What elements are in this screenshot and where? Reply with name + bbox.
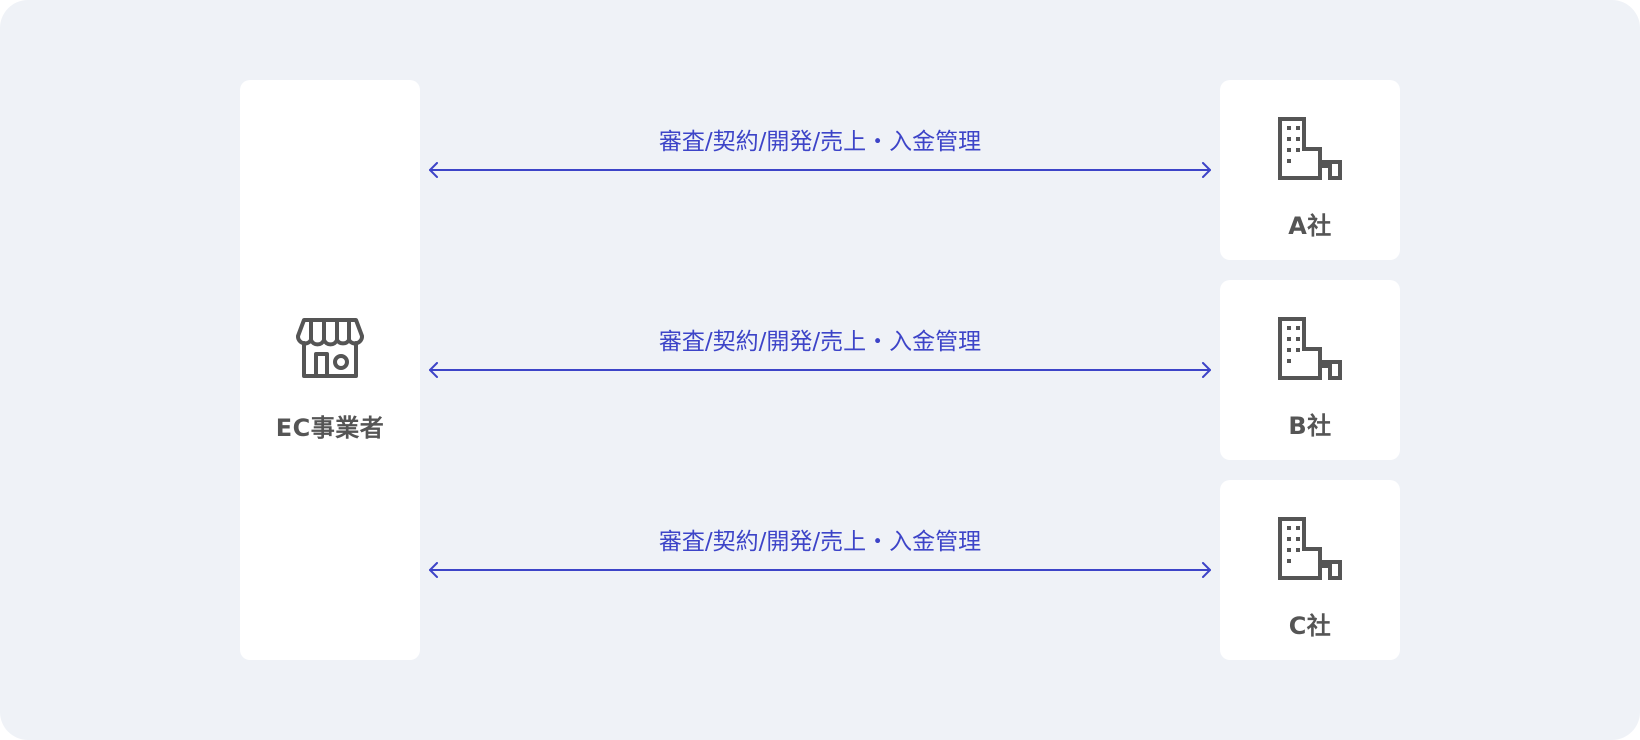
- company-label-a: A社: [1288, 212, 1332, 240]
- company-label-c: C社: [1288, 612, 1332, 640]
- merchant-label: EC事業者: [275, 414, 385, 442]
- bidirectional-arrow-b: [429, 362, 1211, 378]
- merchant-card: EC事業者: [240, 80, 420, 660]
- flow-label-c: 審査/契約/開発/売上・入金管理: [658, 529, 982, 555]
- flow-label-a: 審査/契約/開発/売上・入金管理: [658, 129, 982, 155]
- building-icon: [1278, 117, 1342, 180]
- storefront-icon: [296, 318, 364, 378]
- company-label-b: B社: [1288, 412, 1332, 440]
- company-card-c: C社: [1220, 480, 1400, 660]
- flow-label-b: 審査/契約/開発/売上・入金管理: [658, 329, 982, 355]
- company-card-a: A社: [1220, 80, 1400, 260]
- bidirectional-arrow-a: [429, 162, 1211, 178]
- company-card-b: B社: [1220, 280, 1400, 460]
- building-icon: [1278, 517, 1342, 580]
- bidirectional-arrow-c: [429, 562, 1211, 578]
- building-icon: [1278, 317, 1342, 380]
